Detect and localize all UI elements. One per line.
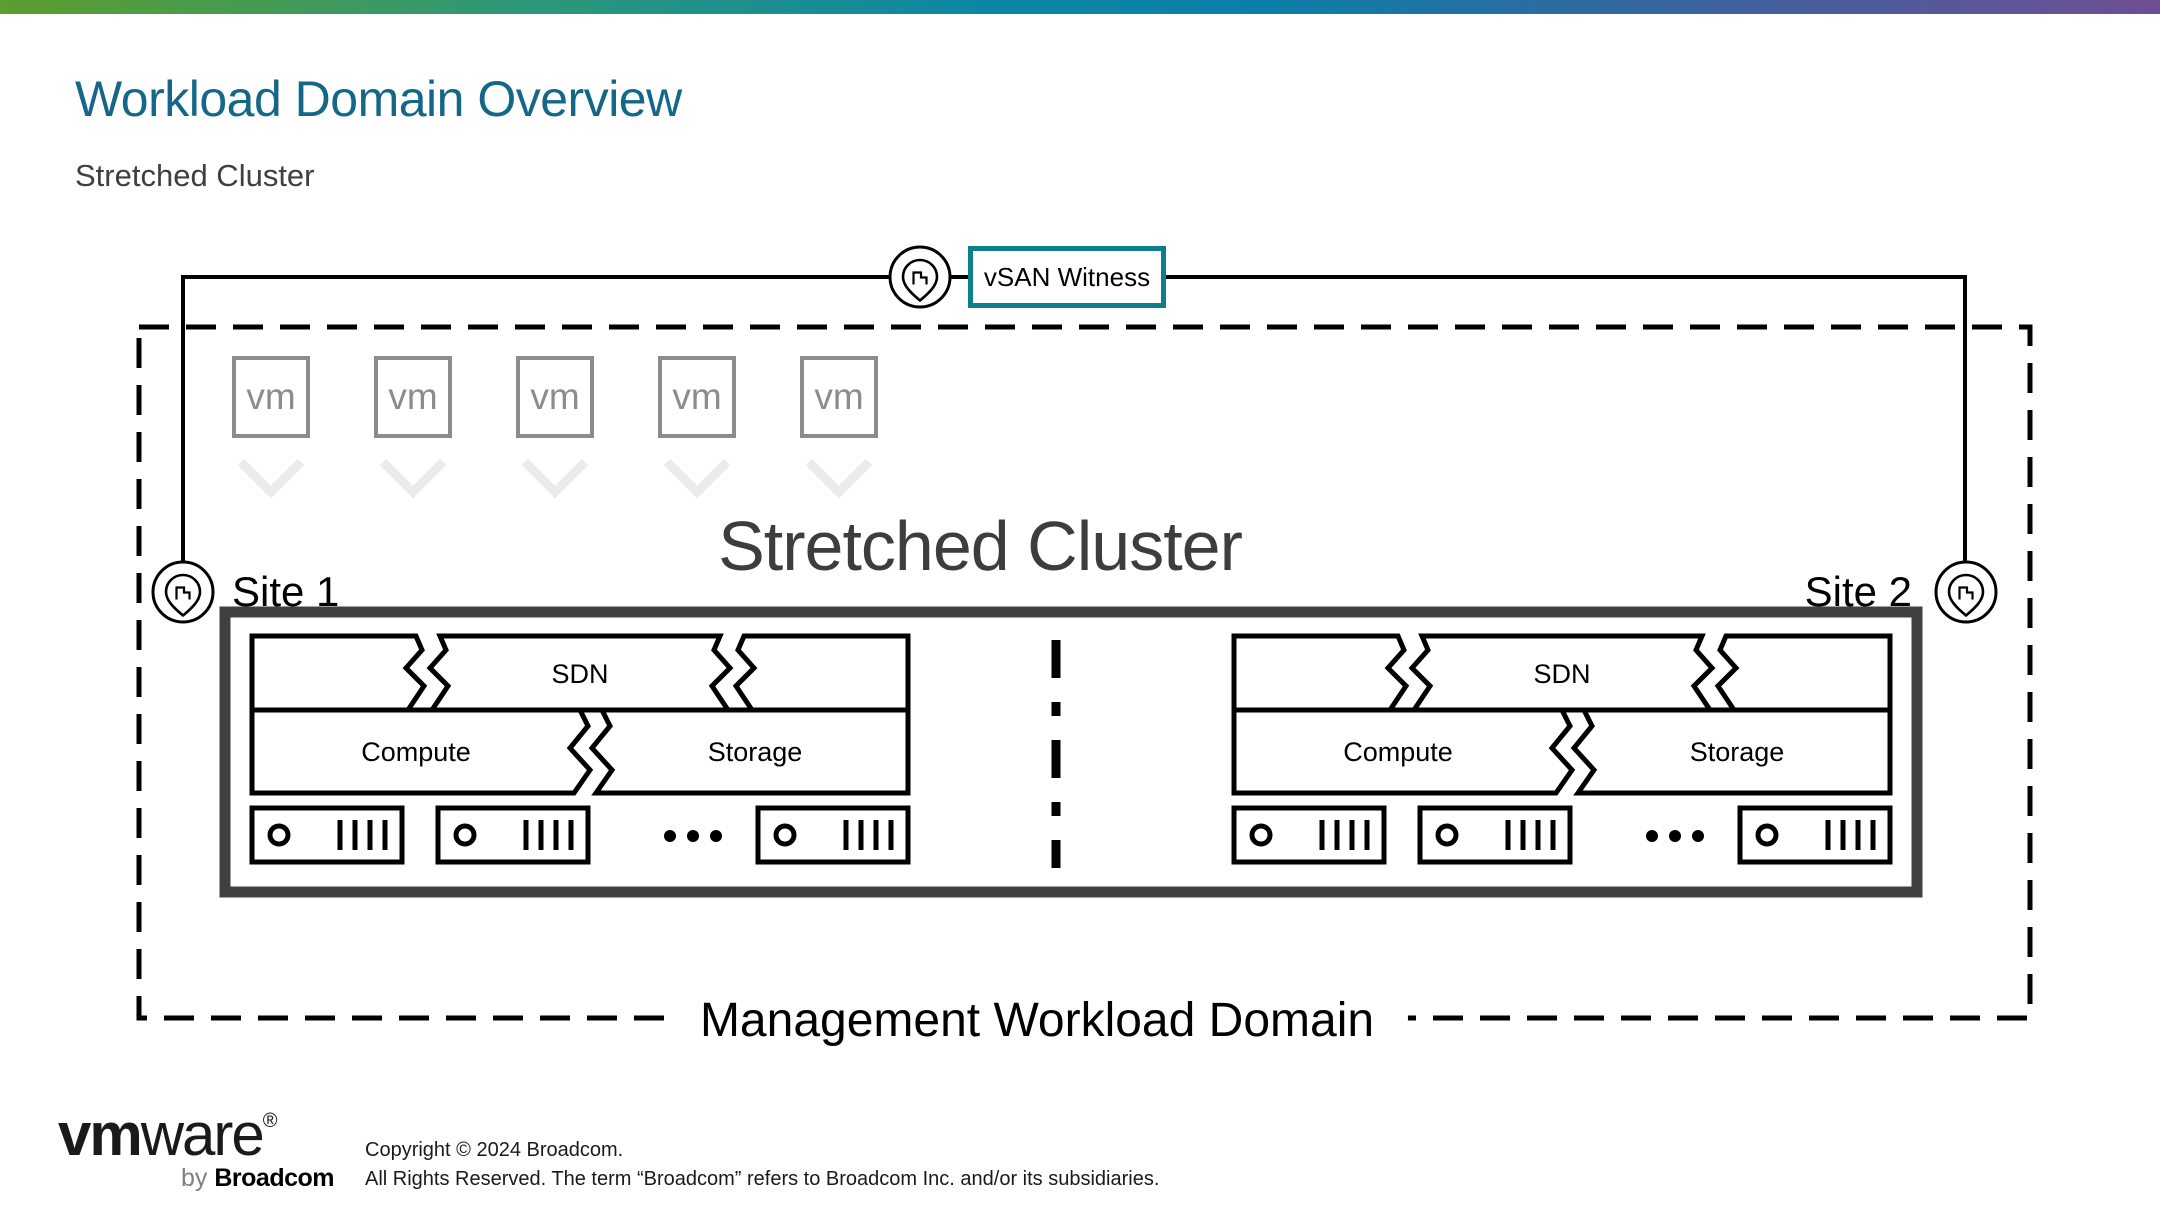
vmware-logo-ware: ware bbox=[140, 1101, 265, 1168]
page-subtitle: Stretched Cluster bbox=[75, 158, 315, 193]
site2-sdn-label: SDN bbox=[1533, 659, 1590, 689]
site1-pin-icon bbox=[151, 560, 215, 624]
vm-label: vm bbox=[672, 376, 722, 417]
vm-box: vm bbox=[374, 356, 452, 438]
vmware-logo: vmware® bbox=[58, 1100, 334, 1169]
vm-label: vm bbox=[388, 376, 438, 417]
copyright-line2: All Rights Reserved. The term “Broadcom”… bbox=[365, 1168, 1160, 1190]
site1-storage-label: Storage bbox=[708, 737, 803, 767]
chevron-down-icon bbox=[237, 458, 305, 499]
chevron-down-icon bbox=[663, 458, 731, 499]
site1-compute-label: Compute bbox=[361, 737, 471, 767]
vm-label: vm bbox=[246, 376, 296, 417]
vm-label: vm bbox=[530, 376, 580, 417]
chevron-down-icon bbox=[379, 458, 447, 499]
vm-box: vm bbox=[232, 356, 310, 438]
copyright-line1: Copyright © 2024 Broadcom. bbox=[365, 1139, 624, 1161]
copyright-text: Copyright © 2024 Broadcom. All Rights Re… bbox=[365, 1136, 1159, 1194]
site2-storage-label: Storage bbox=[1690, 737, 1785, 767]
vsan-witness-box: vSAN Witness bbox=[968, 246, 1166, 308]
vm-box: vm bbox=[516, 356, 594, 438]
vm-chevron-down-icons bbox=[237, 458, 873, 499]
witness-pin-icon bbox=[888, 245, 952, 309]
site1-label: Site 1 bbox=[232, 568, 340, 615]
site2-compute-label: Compute bbox=[1343, 737, 1453, 767]
vmware-logo-vm: vm bbox=[58, 1101, 143, 1168]
stretched-cluster-title: Stretched Cluster bbox=[718, 507, 1243, 585]
top-gradient-bar bbox=[0, 0, 2160, 14]
site1-sdn-label: SDN bbox=[551, 659, 608, 689]
vsan-witness-label: vSAN Witness bbox=[983, 261, 1151, 292]
vm-box: vm bbox=[658, 356, 736, 438]
vm-box: vm bbox=[800, 356, 878, 438]
site2-label: Site 2 bbox=[1804, 568, 1912, 615]
management-workload-domain-label: Management Workload Domain bbox=[665, 992, 1409, 1050]
registered-mark: ® bbox=[262, 1110, 278, 1132]
page-title: Workload Domain Overview bbox=[75, 71, 682, 127]
site2-stack: SDN Compute Storage bbox=[1234, 636, 1890, 862]
vm-label: vm bbox=[814, 376, 864, 417]
by-broadcom-line: by Broadcom bbox=[58, 1164, 334, 1193]
chevron-down-icon bbox=[805, 458, 873, 499]
chevron-down-icon bbox=[521, 458, 589, 499]
site2-pin-icon bbox=[1934, 560, 1998, 624]
site1-stack: SDN Compute Storage bbox=[252, 636, 908, 862]
byline-company: Broadcom bbox=[214, 1164, 334, 1192]
byline-by: by bbox=[181, 1164, 208, 1192]
